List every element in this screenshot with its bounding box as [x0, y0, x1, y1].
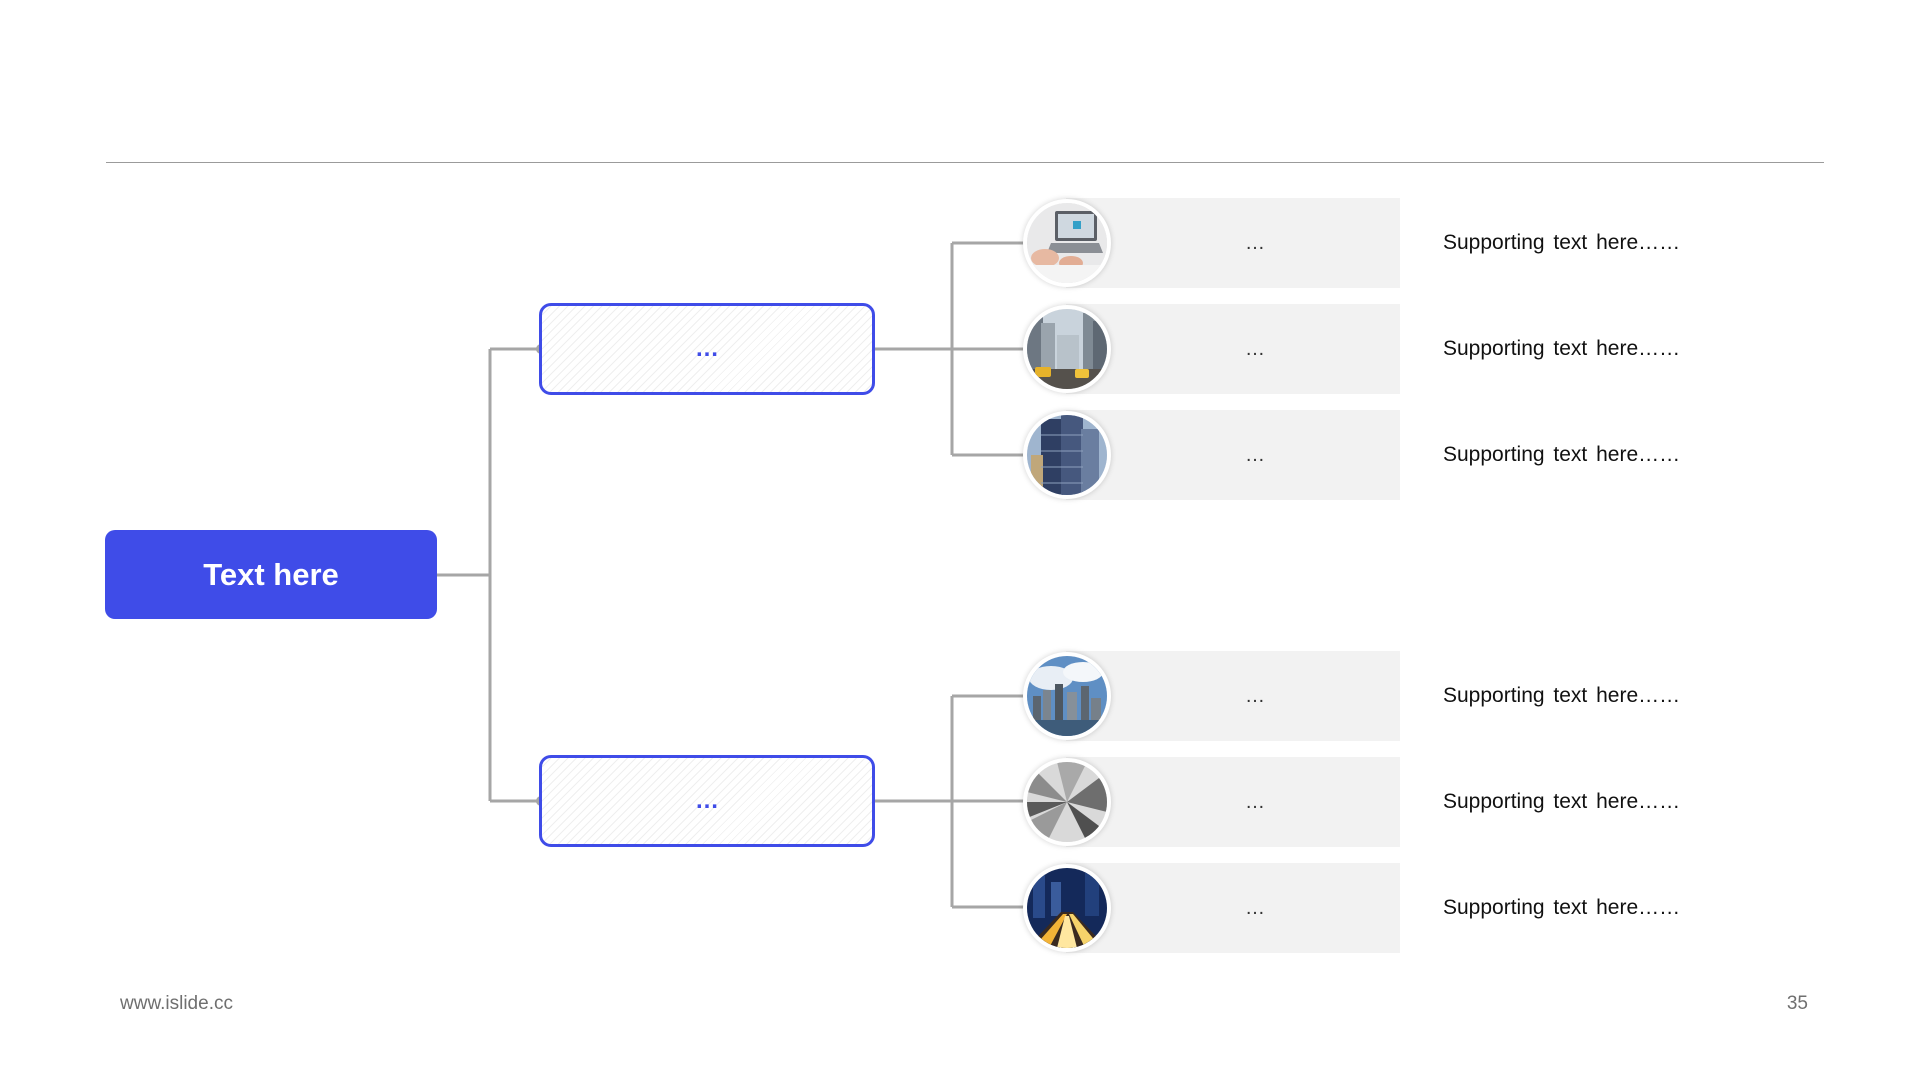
footer-website[interactable]: www.islide.cc: [120, 993, 233, 1014]
leaf-bar-1: [1066, 198, 1400, 288]
leaf-bar-6: [1066, 863, 1400, 953]
root-label: Text here: [203, 556, 339, 592]
branch-node-1[interactable]: …: [539, 303, 875, 395]
supporting-text-5: Supporting text here……: [1443, 790, 1681, 813]
grayscale-buildings-photo-icon: [1027, 762, 1107, 842]
leaf-bar-5: [1066, 757, 1400, 847]
leaf-bar-3: [1066, 410, 1400, 500]
leaf-label-1: …: [1245, 231, 1265, 254]
laptop-photo-icon: [1027, 203, 1107, 283]
root-node[interactable]: Text here: [105, 530, 437, 619]
leaf-label-2: …: [1245, 337, 1265, 360]
branch-node-2[interactable]: …: [539, 755, 875, 847]
leaf-label-3: …: [1245, 443, 1265, 466]
leaf-label-6: …: [1245, 896, 1265, 919]
leaf-bar-4: [1066, 651, 1400, 741]
skyline-photo-icon: [1027, 656, 1107, 736]
leaf-label-5: …: [1245, 790, 1265, 813]
branch-label: …: [695, 335, 719, 362]
supporting-text-1: Supporting text here……: [1443, 231, 1681, 254]
supporting-text-3: Supporting text here……: [1443, 443, 1681, 466]
city-street-photo-icon: [1027, 309, 1107, 389]
top-divider: [106, 162, 1824, 163]
skyscraper-photo-icon: [1027, 415, 1107, 495]
leaf-label-4: …: [1245, 684, 1265, 707]
supporting-text-4: Supporting text here……: [1443, 684, 1681, 707]
leaf-bar-2: [1066, 304, 1400, 394]
night-traffic-photo-icon: [1027, 868, 1107, 948]
branch-label: …: [695, 787, 719, 814]
supporting-text-2: Supporting text here……: [1443, 337, 1681, 360]
supporting-text-6: Supporting text here……: [1443, 896, 1681, 919]
page-number: 35: [1786, 993, 1808, 1014]
